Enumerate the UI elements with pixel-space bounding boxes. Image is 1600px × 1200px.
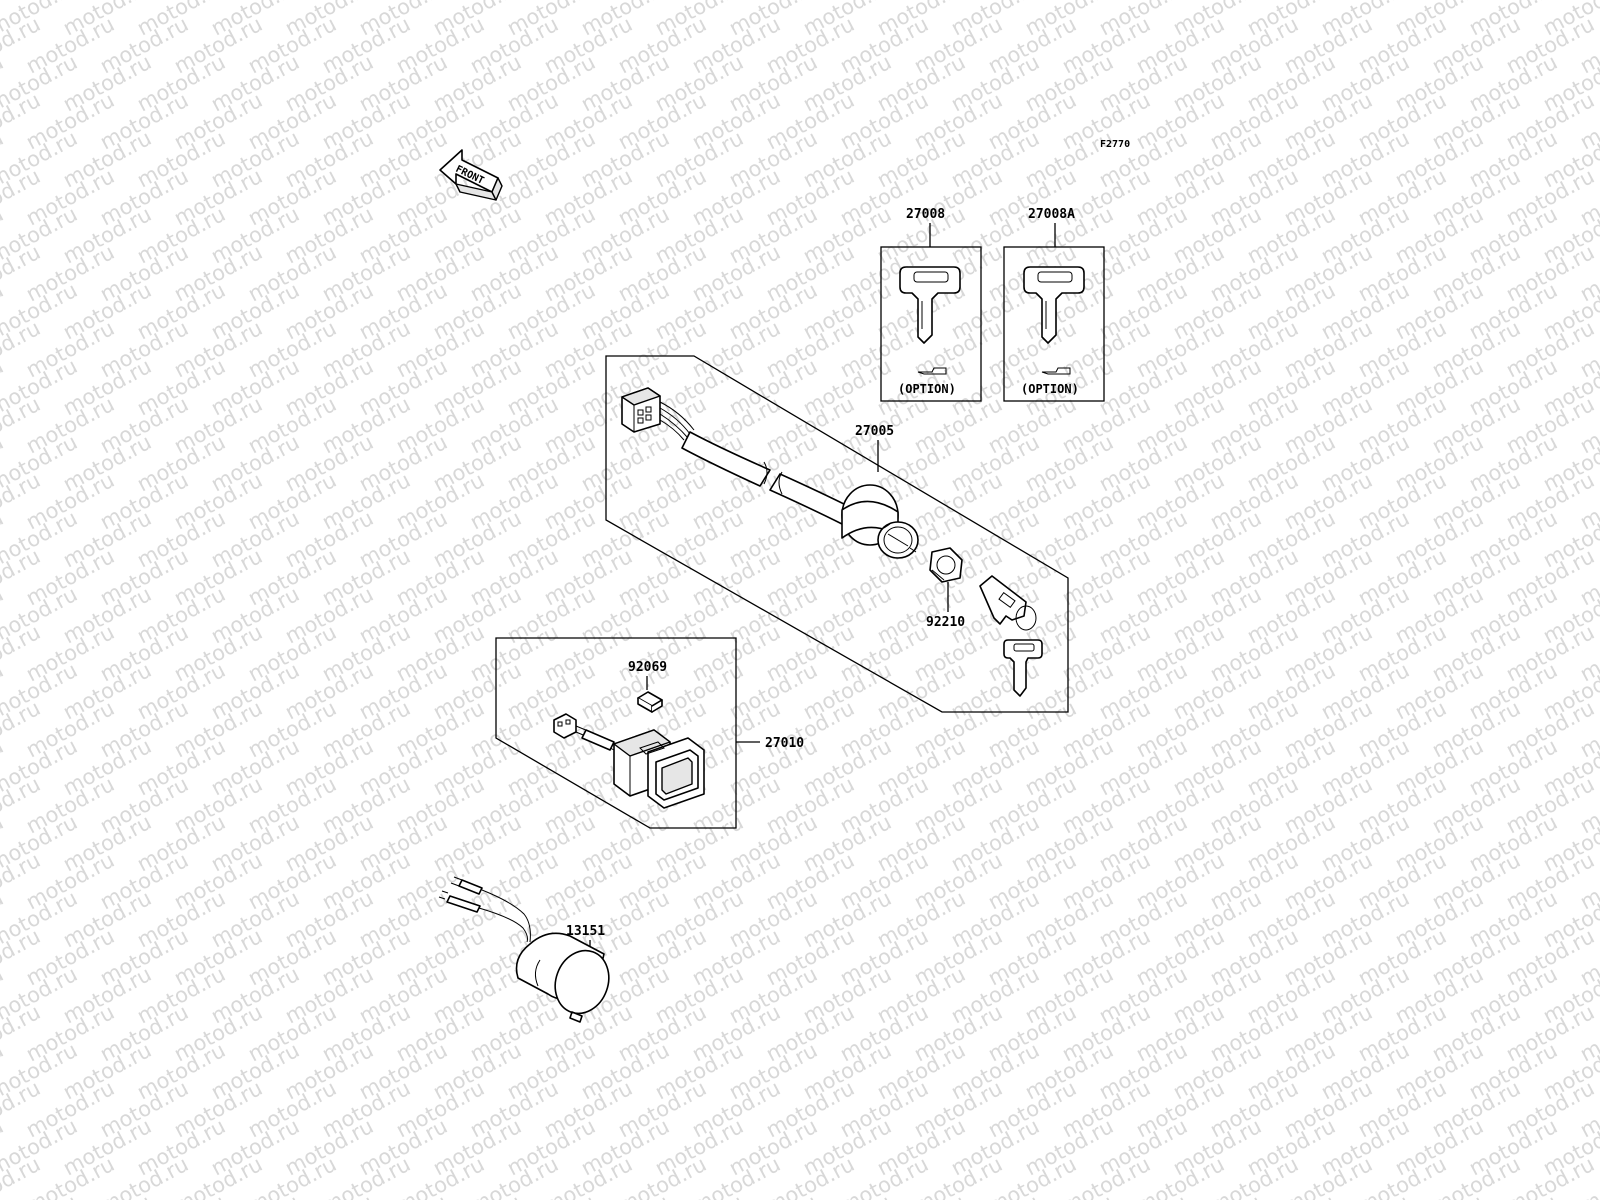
bulb-icon — [637, 691, 663, 713]
part-number-92210: 92210 — [926, 615, 965, 630]
part-number-27008: 27008 — [906, 207, 945, 222]
key-27008-option: (OPTION) — [898, 382, 956, 396]
part-number-27008A: 27008A — [1028, 207, 1075, 222]
diagram-code: F2770 — [1100, 139, 1130, 150]
part-number-27010: 27010 — [765, 736, 804, 751]
connector-icon — [621, 387, 661, 433]
part-number-27005: 27005 — [855, 424, 894, 439]
watermark-text: motod.ru — [1576, 0, 1600, 2]
key-27008A-option: (OPTION) — [1021, 382, 1079, 396]
part-number-92069: 92069 — [628, 660, 667, 675]
